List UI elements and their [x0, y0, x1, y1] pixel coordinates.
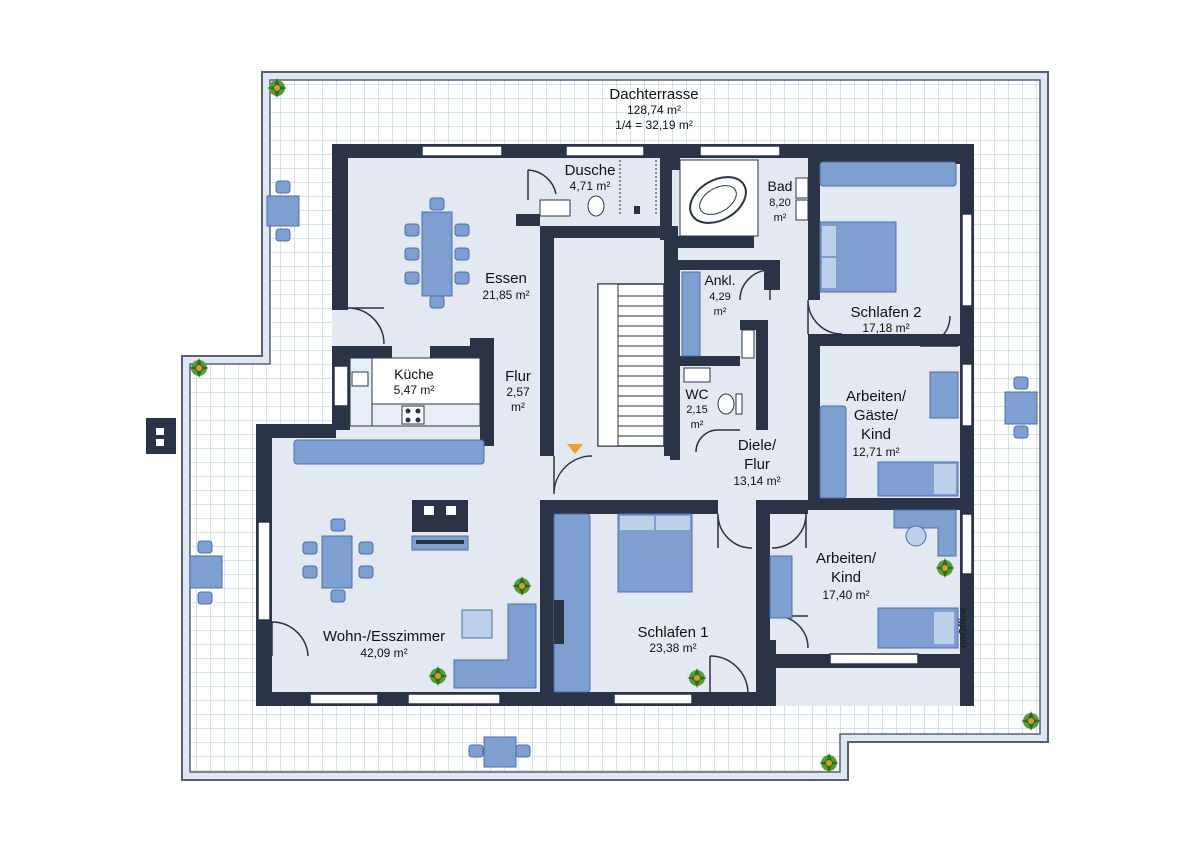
- label-flur-name: Flur: [505, 368, 531, 385]
- bed-arbeiten-gaeste: [819, 371, 959, 499]
- staircase: [567, 283, 665, 454]
- label-kueche-name: Küche: [394, 366, 434, 382]
- label-schlafen2-area: 17,18 m²: [862, 321, 910, 335]
- terrace-table-left-top: [266, 180, 300, 242]
- label-wc-area: 2,15: [686, 404, 708, 416]
- label-dusche-name: Dusche: [564, 162, 616, 179]
- label-arbeiten-gaeste-line2: Gäste/: [853, 407, 899, 424]
- label-dachterrasse-quarter: 1/4 = 32,19 m²: [615, 118, 693, 132]
- label-wc-name: WC: [685, 386, 709, 402]
- label-schlafen2-name: Schlafen 2: [850, 304, 922, 321]
- label-schlafen1-name: Schlafen 1: [637, 624, 709, 641]
- bathtub-icon: [679, 159, 809, 237]
- shower-fixtures: [539, 160, 657, 217]
- label-diele-line1: Diele/: [737, 437, 777, 454]
- label-flur-area: 2,57: [506, 385, 530, 399]
- closet-shelf: [681, 271, 755, 359]
- bed-arbeiten-kind: [769, 509, 959, 649]
- outdoor-socket-box: [146, 418, 176, 454]
- label-ankl-name: Ankl.: [704, 272, 736, 288]
- label-arbeiten-kind-line2: Kind: [830, 569, 862, 586]
- label-flur-unit: m²: [511, 400, 525, 414]
- label-dusche-area: 4,71 m²: [569, 179, 611, 193]
- label-schlafen1-area: 23,38 m²: [649, 641, 697, 655]
- label-arbeiten-gaeste-area: 12,71 m²: [852, 445, 900, 459]
- terrace-table-right: [1004, 376, 1038, 439]
- bed-schlafen-2: [819, 161, 957, 293]
- onoffice-logo-text: onOffice: [958, 607, 969, 648]
- label-bad-unit: m²: [773, 212, 787, 224]
- label-kueche-area: 5,47 m²: [393, 383, 435, 397]
- label-dachterrasse-name: Dachterrasse: [609, 86, 699, 103]
- label-ankl-area: 4,29: [709, 291, 731, 303]
- bed-schlafen-1: [553, 513, 693, 693]
- label-wohn-name: Wohn-/Esszimmer: [322, 628, 446, 645]
- dining-table-essen: [404, 197, 470, 309]
- label-bad-area: 8,20: [769, 197, 791, 209]
- dining-table-living: [302, 518, 374, 603]
- label-dachterrasse-area: 128,74 m²: [626, 103, 682, 117]
- living-furniture: [293, 439, 537, 689]
- kitchen-counters: [349, 357, 481, 427]
- label-essen-name: Essen: [485, 270, 527, 287]
- label-wc-unit: m²: [690, 419, 704, 431]
- terrace-table-left-bottom: [189, 540, 223, 605]
- windows: [257, 145, 973, 705]
- toilet-icon: [683, 367, 743, 415]
- label-arbeiten-gaeste-line3: Kind: [860, 426, 892, 443]
- label-diele-area: 13,14 m²: [733, 474, 781, 488]
- label-arbeiten-gaeste-line1: Arbeiten/: [845, 388, 907, 405]
- label-diele-line2: Flur: [744, 456, 770, 473]
- label-arbeiten-kind-area: 17,40 m²: [822, 588, 870, 602]
- label-wohn-area: 42,09 m²: [360, 646, 408, 660]
- label-bad-name: Bad: [767, 178, 793, 194]
- onoffice-logo: onOffice: [956, 600, 976, 650]
- label-arbeiten-kind-line1: Arbeiten/: [815, 550, 877, 567]
- label-essen-area: 21,85 m²: [482, 288, 530, 302]
- terrace-table-bottom: [468, 736, 531, 768]
- label-ankl-unit: m²: [713, 306, 727, 318]
